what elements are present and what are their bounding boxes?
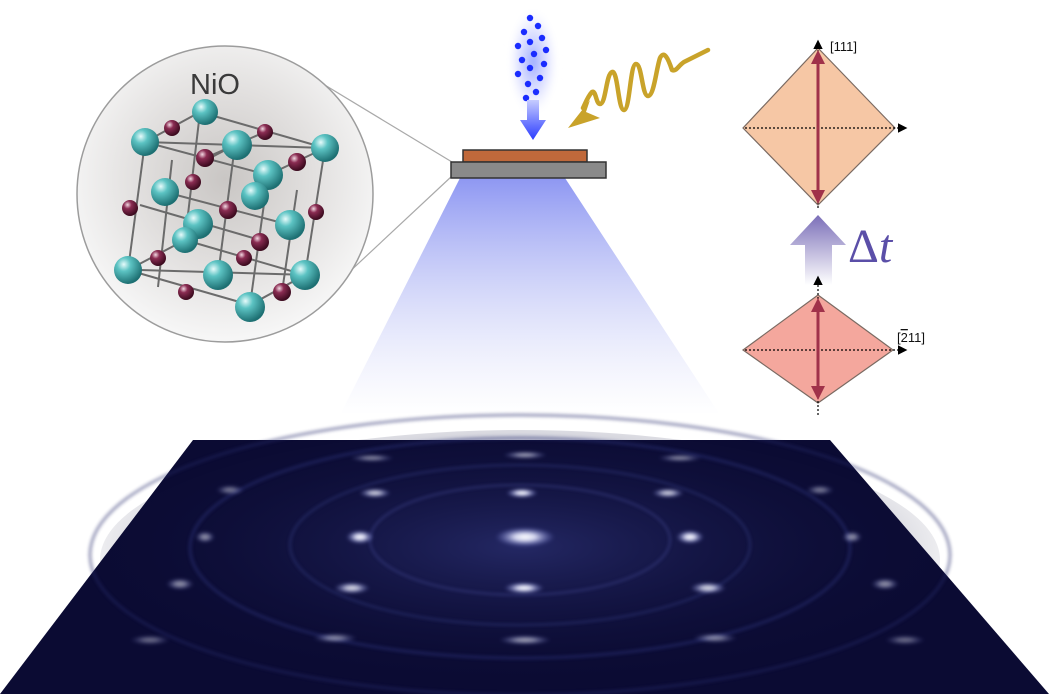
o-atom — [219, 201, 237, 219]
pump-wave-icon — [583, 50, 708, 110]
diffraction-spot — [871, 578, 899, 590]
o-atom — [251, 233, 269, 251]
diffraction-spot — [216, 485, 244, 495]
ni-atom — [172, 227, 198, 253]
diffraction-spot — [652, 488, 684, 498]
pump-pulse — [568, 50, 708, 128]
crystal-label: NiO — [190, 69, 240, 101]
o-atom — [150, 250, 166, 266]
sample-substrate — [451, 162, 606, 178]
diffraction-spot — [499, 635, 551, 645]
time-arrow-icon — [790, 215, 846, 285]
sample — [451, 150, 606, 178]
diffraction-spot — [130, 635, 170, 645]
direction-label-211: [211] — [897, 330, 925, 345]
ni-atom — [311, 134, 339, 162]
diffraction-spot — [658, 454, 702, 462]
o-atom — [122, 200, 138, 216]
diffraction-spot — [503, 451, 547, 459]
ni-atom — [192, 99, 218, 125]
orientation-bottom: [211] — [743, 278, 925, 415]
o-atom — [308, 204, 324, 220]
ni-atom — [151, 178, 179, 206]
diffraction-spot — [313, 633, 357, 643]
diffraction-spot — [806, 485, 834, 495]
sample-film — [463, 150, 587, 162]
ni-atom — [241, 182, 269, 210]
delta-t-label: Δt — [848, 220, 894, 273]
o-atom — [236, 250, 252, 266]
ni-atom — [203, 260, 233, 290]
diffraction-spot — [693, 633, 737, 643]
o-atom — [196, 149, 214, 167]
orientation-top: [111] — [743, 39, 905, 208]
ni-atom — [275, 210, 305, 240]
o-atom — [178, 284, 194, 300]
diffraction-spot — [166, 578, 194, 590]
diffraction-spot — [690, 582, 726, 594]
o-atom — [288, 153, 306, 171]
o-atom — [257, 124, 273, 140]
diffraction-spot — [676, 530, 704, 544]
diffraction-screen — [0, 415, 1049, 694]
electron-pulse — [507, 6, 559, 140]
diffraction-spot — [346, 530, 374, 544]
o-atom — [185, 174, 201, 190]
time-step: Δt — [790, 215, 894, 285]
diffracted-beam-cone — [340, 178, 720, 415]
diffraction-spot — [495, 527, 555, 547]
barred-digit: 2 — [901, 330, 908, 345]
ni-atom — [222, 130, 252, 160]
direction-label-111: [111] — [830, 39, 857, 54]
ni-atom — [131, 128, 159, 156]
o-atom — [164, 120, 180, 136]
ni-atom — [114, 256, 142, 284]
diffraction-spot — [334, 582, 370, 594]
diffraction-spot — [350, 454, 394, 462]
ni-atom — [235, 292, 265, 322]
diffraction-spot — [195, 531, 215, 543]
diffraction-spot — [504, 582, 544, 594]
diffraction-spot — [885, 635, 925, 645]
diffraction-spot — [359, 488, 391, 498]
delta-symbol: Δ — [848, 220, 879, 273]
diffraction-spot — [842, 531, 862, 543]
o-atom — [273, 283, 291, 301]
ni-atom — [290, 260, 320, 290]
diffraction-spot — [506, 488, 538, 498]
time-symbol: t — [879, 220, 894, 273]
label-rest: 11] — [908, 330, 925, 345]
crystal-inset: NiO — [77, 46, 452, 342]
